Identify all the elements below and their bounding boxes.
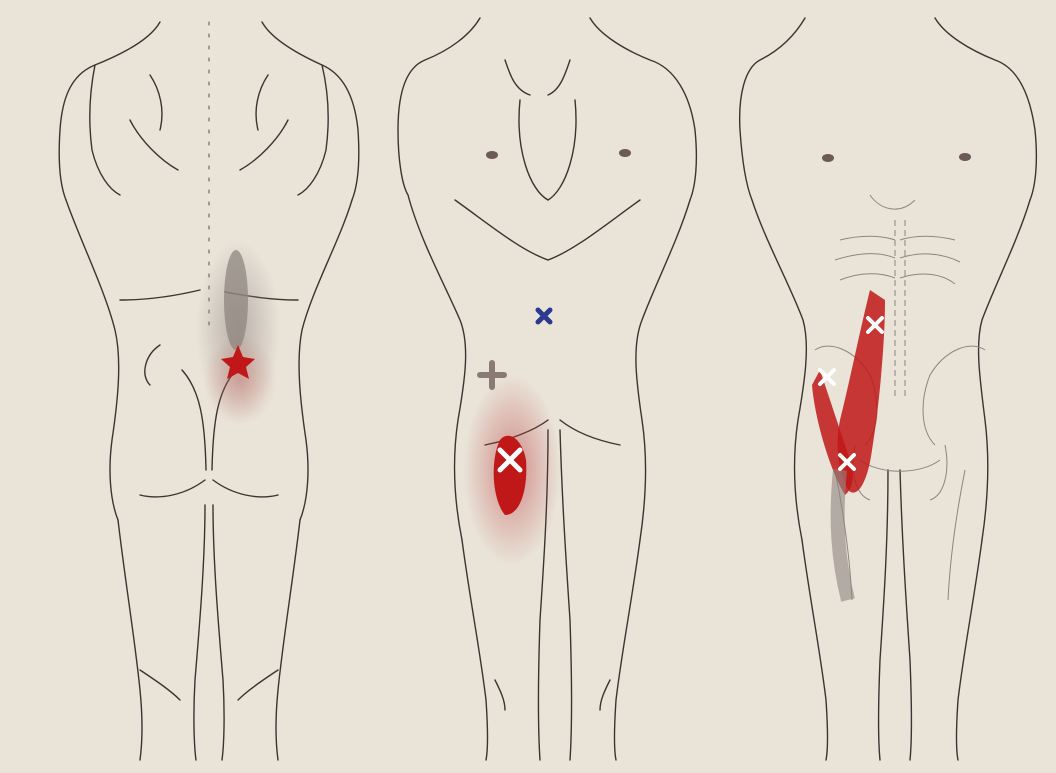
anterior-referred-pain-area — [464, 375, 560, 565]
anterior-body-outline — [398, 18, 696, 760]
anterior-blue-cross-marker — [538, 310, 550, 322]
skeletal-body-outline — [740, 18, 1037, 760]
anterior-view-panel — [398, 18, 696, 760]
skeletal-view-panel — [740, 18, 1037, 760]
posterior-referred-pain-area — [196, 240, 280, 425]
posterior-view-panel — [59, 22, 359, 760]
